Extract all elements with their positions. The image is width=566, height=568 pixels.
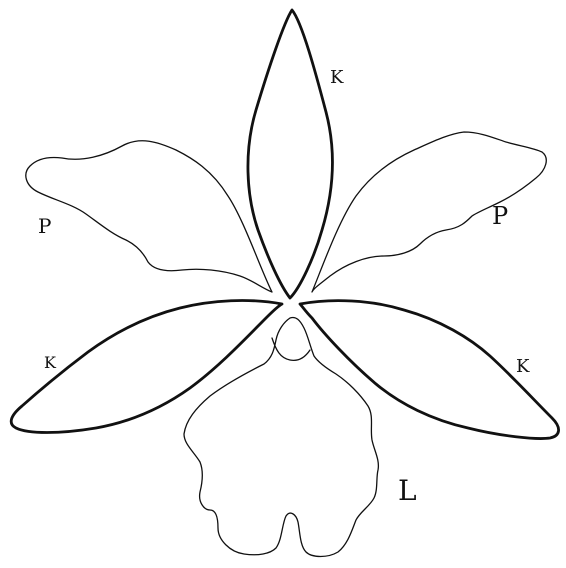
right-petal (312, 132, 546, 292)
dorsal-sepal (248, 10, 332, 298)
label-lip: L (398, 474, 417, 507)
lip-labellum (184, 317, 378, 556)
column-detail (272, 338, 310, 360)
label-left-petal: P (38, 214, 51, 238)
left-petal (26, 141, 272, 292)
label-right-lateral-sepal: K (516, 356, 530, 377)
label-left-lateral-sepal: K (44, 353, 57, 372)
label-dorsal-sepal: K (330, 67, 344, 88)
label-right-petal: P (492, 202, 508, 230)
